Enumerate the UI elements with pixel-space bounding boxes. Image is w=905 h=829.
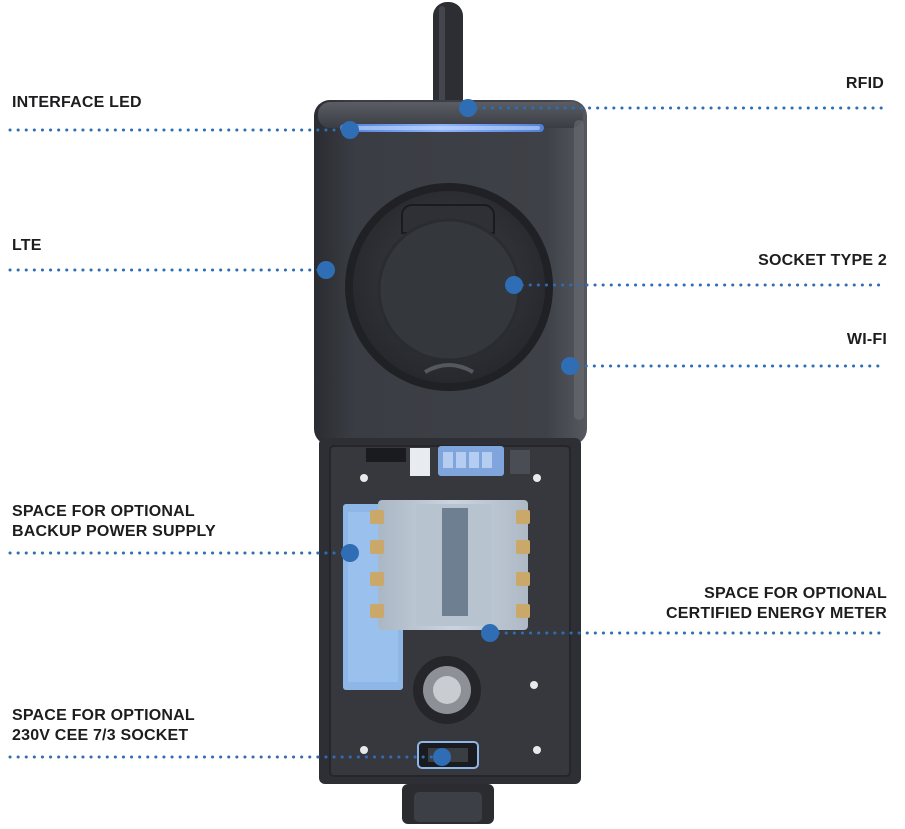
marker-dot-energy-meter [481,624,499,642]
marker-dot-rfid [459,99,477,117]
antenna [433,2,463,114]
label-cee-socket: SPACE FOR OPTIONAL 230V CEE 7/3 SOCKET [12,707,195,744]
marker-dot-interface-led [341,121,359,139]
marker-dot-backup-power [341,544,359,562]
label-wifi: WI-FI [846,331,887,348]
marker-dot-lte [317,261,335,279]
marker-dot-cee-socket [433,748,451,766]
lower-enclosure [319,438,581,824]
label-interface-led: INTERFACE LED [12,94,142,111]
label-lte: LTE [12,237,42,254]
label-energy-meter: SPACE FOR OPTIONAL CERTIFIED ENERGY METE… [665,585,887,622]
label-backup-power: SPACE FOR OPTIONAL BACKUP POWER SUPPLY [12,503,216,540]
label-socket-type-2: SOCKET TYPE 2 [758,252,887,269]
marker-dot-wifi [561,357,579,375]
marker-dot-socket-type-2 [505,276,523,294]
label-rfid: RFID [845,75,884,92]
upper-housing [314,100,587,445]
